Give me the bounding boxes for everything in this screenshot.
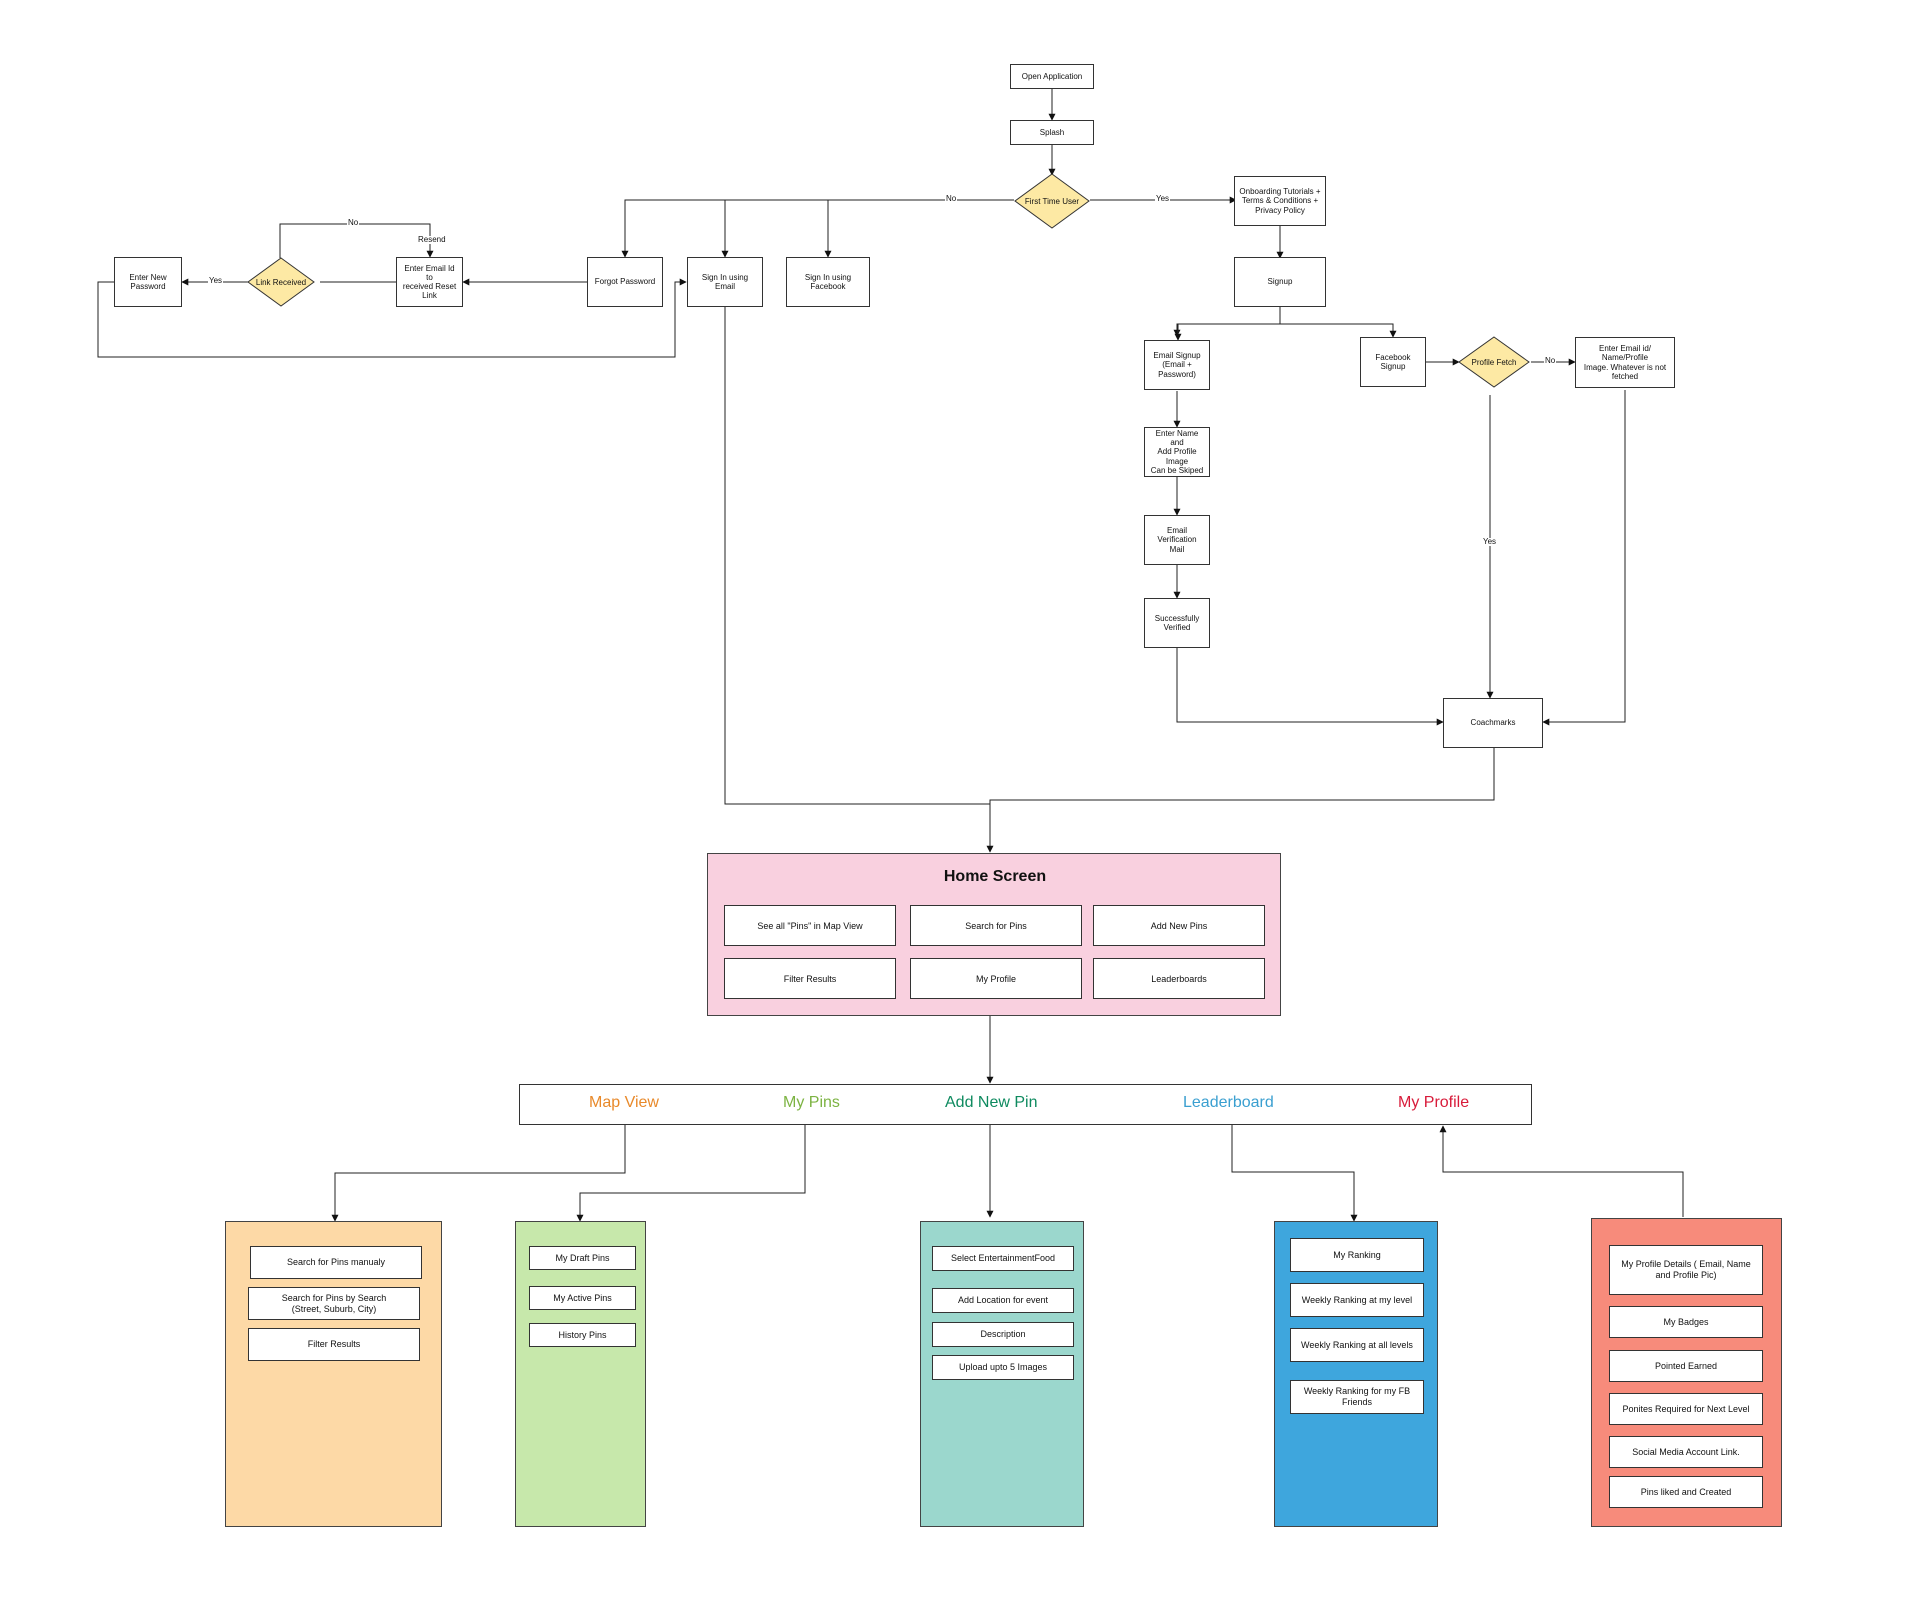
group-map-view: Search for Pins manualy Search for Pins … xyxy=(225,1221,442,1527)
home-item-map-view: See all "Pins" in Map View xyxy=(724,905,896,946)
add-new-pin-item: Add Location for event xyxy=(932,1288,1074,1313)
node-successfully-verified: Successfully Verified xyxy=(1144,598,1210,648)
edge-coach-home xyxy=(986,747,1495,853)
edge-enteremail-coach xyxy=(1542,390,1626,726)
edge-label-yes-link: Yes xyxy=(208,276,224,285)
edge-label-resend: Resend xyxy=(417,235,447,244)
decision-profile-fetch: Profile Fetch xyxy=(1458,336,1530,388)
my-pins-item: My Draft Pins xyxy=(529,1246,636,1270)
map-view-item: Search for Pins manualy xyxy=(250,1246,422,1279)
add-new-pin-item: Description xyxy=(932,1322,1074,1347)
node-forgot-password: Forgot Password xyxy=(587,257,663,307)
diamond-shape xyxy=(1458,336,1530,388)
node-enter-new-password: Enter New Password xyxy=(114,257,182,307)
group-my-profile: My Profile Details ( Email, Name and Pro… xyxy=(1591,1218,1782,1527)
add-new-pin-item: Select EntertainmentFood xyxy=(932,1246,1074,1271)
edge-label-yes-profile: Yes xyxy=(1482,537,1498,546)
node-signup: Signup xyxy=(1234,257,1326,307)
edge-tab-mypins xyxy=(576,1124,806,1222)
my-pins-item: My Active Pins xyxy=(529,1286,636,1310)
node-sign-in-email: Sign In using Email xyxy=(687,257,763,307)
edge-signinemail-home xyxy=(724,307,990,805)
decision-link-received: Link Received xyxy=(247,257,315,307)
edge-label-no-resend: No xyxy=(347,218,360,227)
edge-split-left xyxy=(1174,323,1280,341)
group-add-new-pin: Select EntertainmentFood Add Location fo… xyxy=(920,1221,1084,1527)
decision-first-time-user: First Time User xyxy=(1014,173,1090,229)
map-view-item: Search for Pins by Search (Street, Subur… xyxy=(248,1287,420,1320)
leaderboard-item: Weekly Ranking at my level xyxy=(1290,1283,1424,1317)
edge-verified-coach xyxy=(1176,648,1444,726)
home-screen-panel: Home Screen See all "Pins" in Map View S… xyxy=(707,853,1281,1016)
home-item-filter-results: Filter Results xyxy=(724,958,896,999)
decision-label: Link Received xyxy=(255,277,307,287)
my-profile-item: My Profile Details ( Email, Name and Pro… xyxy=(1609,1245,1763,1295)
leaderboard-item: Weekly Ranking for my FB Friends xyxy=(1290,1380,1424,1414)
tab-my-profile[interactable]: My Profile xyxy=(1398,1094,1470,1111)
home-screen-title: Home Screen xyxy=(943,868,1047,885)
node-splash: Splash xyxy=(1010,120,1094,145)
edge-signup-split xyxy=(1173,306,1281,337)
leaderboard-item: My Ranking xyxy=(1290,1238,1424,1272)
edge-tab-mapview xyxy=(331,1124,626,1222)
home-item-search-pins: Search for Pins xyxy=(910,905,1082,946)
edge-label-no-profile: No xyxy=(1544,356,1557,365)
edge-label-no-first: No xyxy=(945,194,958,203)
my-profile-item: My Badges xyxy=(1609,1306,1763,1338)
add-new-pin-item: Upload upto 5 Images xyxy=(932,1355,1074,1380)
my-profile-item: Ponites Required for Next Level xyxy=(1609,1393,1763,1425)
node-email-verification: Email Verification Mail xyxy=(1144,515,1210,565)
home-item-my-profile: My Profile xyxy=(910,958,1082,999)
node-enter-email-name: Enter Email id/ Name/Profile Image. What… xyxy=(1575,337,1675,388)
node-enter-name-profile: Enter Name and Add Profile Image Can be … xyxy=(1144,427,1210,477)
my-profile-item: Pins liked and Created xyxy=(1609,1476,1763,1508)
my-pins-item: History Pins xyxy=(529,1323,636,1347)
diamond-shape xyxy=(247,257,315,307)
node-enter-email-reset: Enter Email Id to received Reset Link xyxy=(396,257,463,307)
leaderboard-item: Weekly Ranking at all levels xyxy=(1290,1328,1424,1362)
diamond-shape xyxy=(1014,173,1090,229)
home-item-add-new-pins: Add New Pins xyxy=(1093,905,1265,946)
edge-link-resend xyxy=(279,223,434,258)
node-email-signup: Email Signup (Email + Password) xyxy=(1144,340,1210,390)
tab-my-pins[interactable]: My Pins xyxy=(783,1094,840,1111)
node-open-application: Open Application xyxy=(1010,64,1094,89)
decision-label: Profile Fetch xyxy=(1471,357,1517,367)
tab-leaderboard[interactable]: Leaderboard xyxy=(1183,1094,1274,1111)
node-coachmarks: Coachmarks xyxy=(1443,698,1543,748)
my-profile-item: Pointed Earned xyxy=(1609,1350,1763,1382)
edge-newpw-signin xyxy=(97,278,687,358)
group-my-pins: My Draft Pins My Active Pins History Pin… xyxy=(515,1221,646,1527)
node-onboarding: Onboarding Tutorials + Terms & Condition… xyxy=(1234,176,1326,226)
group-leaderboard: My Ranking Weekly Ranking at my level We… xyxy=(1274,1221,1438,1527)
edge-label-yes-first: Yes xyxy=(1155,194,1171,203)
node-sign-in-facebook: Sign In using Facebook xyxy=(786,257,870,307)
my-profile-item: Social Media Account Link. xyxy=(1609,1436,1763,1468)
map-view-item: Filter Results xyxy=(248,1328,420,1361)
tab-bar xyxy=(519,1084,1532,1125)
node-facebook-signup: Facebook Signup xyxy=(1360,337,1426,387)
decision-label: First Time User xyxy=(1024,196,1080,206)
tab-add-new-pin[interactable]: Add New Pin xyxy=(945,1094,1038,1111)
edge-profile-tab xyxy=(1439,1125,1684,1217)
edge-tab-leader xyxy=(1231,1124,1358,1222)
tab-map-view[interactable]: Map View xyxy=(589,1094,659,1111)
edge-first-no xyxy=(621,199,1014,258)
edge-split-right xyxy=(1280,323,1397,338)
home-item-leaderboards: Leaderboards xyxy=(1093,958,1265,999)
